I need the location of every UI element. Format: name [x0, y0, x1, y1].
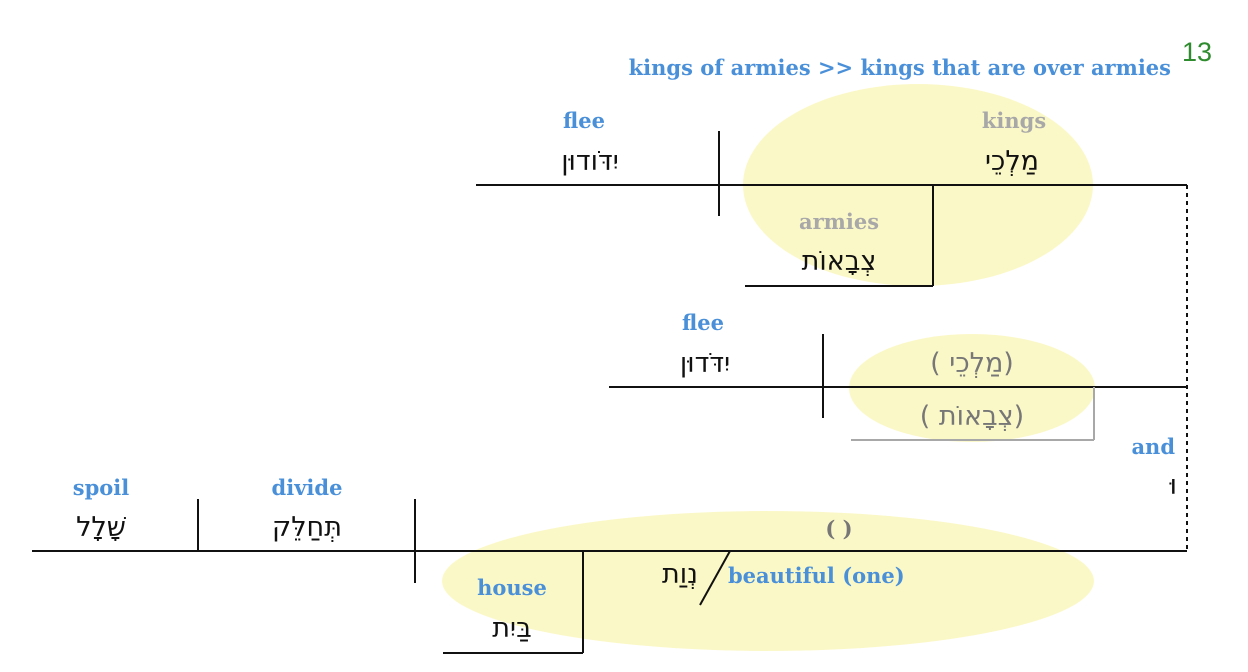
clause1-verb-hebrew: יִדֹּודוּן	[561, 146, 619, 177]
clause1-subject-hebrew: מַלְכֵי	[985, 146, 1039, 177]
clause2-subject-hebrew: ( מַלְכֵי)	[930, 348, 1014, 379]
clause1-verb-gloss: flee	[563, 108, 605, 133]
translation-note: kings of armies >> kings that are over a…	[629, 55, 1171, 80]
clause2-verb-hebrew: יִדֹּדוּן	[680, 348, 730, 379]
clause2-verb-gloss: flee	[682, 310, 724, 335]
clause3-modifier-hebrew: בַּיִת	[492, 613, 531, 644]
clause3-apposition-gloss: beautiful (one)	[728, 563, 905, 588]
conjunction-hebrew: וּ	[1169, 470, 1177, 501]
conjunction-gloss: and	[1131, 434, 1175, 459]
clause3-object-hebrew: שָׁלָל	[76, 512, 127, 543]
clause1-modifier-gloss: armies	[799, 209, 879, 234]
highlight-beautiful-house	[442, 511, 1094, 651]
clause3-apposition-hebrew: נְוַת	[662, 559, 698, 590]
clause3-verb-gloss: divide	[272, 475, 343, 500]
clause1-modifier-hebrew: צְבָאוֹת	[802, 246, 877, 277]
clause3-apposition-slash	[699, 550, 731, 606]
clause3-subject-hebrew: ( )	[825, 516, 852, 541]
clause3-verb-hebrew: תְּחַלֵּק	[272, 512, 342, 543]
clause2-modifier-hebrew: ( צְבָאוֹת)	[920, 401, 1024, 432]
clause3-modifier-gloss: house	[477, 575, 547, 600]
verse-number: 13	[1182, 37, 1212, 67]
clause1-subject-gloss: kings	[982, 108, 1046, 133]
clause3-object-gloss: spoil	[73, 475, 129, 500]
